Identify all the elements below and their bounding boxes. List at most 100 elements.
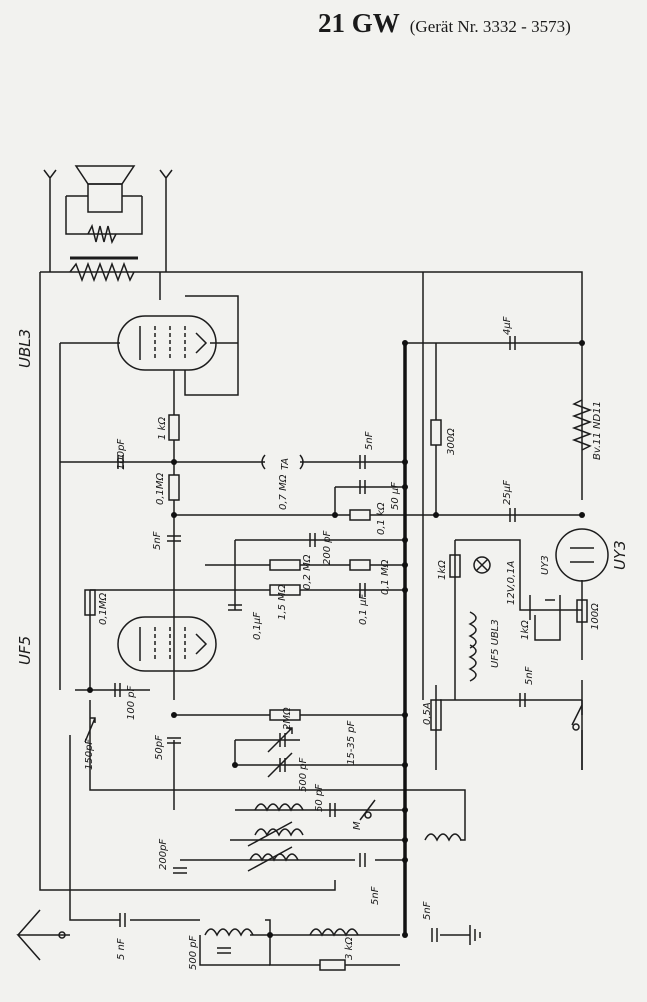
label-50pf-b: 50 pF bbox=[314, 784, 325, 812]
label-1k-top: 1 kΩ bbox=[157, 417, 168, 440]
label-100pf-grid: 100 pF bbox=[126, 685, 137, 720]
misc-parts bbox=[16, 454, 583, 961]
cap-4uf bbox=[509, 336, 516, 350]
cap-5nf-r bbox=[519, 693, 526, 707]
label-01k: 0,1 kΩ bbox=[376, 502, 387, 535]
label-5nf-ant: 5 nF bbox=[116, 938, 127, 960]
capacitors bbox=[84, 336, 526, 954]
coil-3 bbox=[249, 853, 299, 862]
resistor-3k bbox=[319, 959, 346, 971]
mains-switch bbox=[571, 700, 583, 770]
antenna-icon bbox=[16, 909, 70, 961]
coil-1 bbox=[254, 803, 304, 812]
label-01uf-grid: 0,1μF bbox=[252, 612, 263, 640]
label-150pf: 150pF bbox=[84, 739, 95, 770]
label-bv11: Bv.11 ND11 bbox=[592, 401, 603, 460]
resistors bbox=[84, 399, 593, 971]
tube-uy3 bbox=[555, 528, 609, 582]
label-5nf-r: 5nF bbox=[524, 666, 535, 685]
label-15-35: 15-35 pF bbox=[346, 720, 357, 765]
component-labels: 100pF 1 kΩ 0,1MΩ 5nF TA 0,7 MΩ 0,1 kΩ 50… bbox=[84, 316, 603, 970]
label-15m: 1,5 MΩ bbox=[277, 584, 288, 620]
device-range: (Gerät Nr. 3332 - 3573) bbox=[409, 17, 571, 36]
ta-jack bbox=[261, 454, 304, 470]
cap-500pf-ant bbox=[217, 947, 231, 954]
resistor-2m bbox=[269, 709, 301, 721]
resistor-01m-b bbox=[349, 559, 371, 571]
uy3-label: UY3 bbox=[611, 540, 629, 570]
label-1k-lamp: 1kΩ bbox=[437, 560, 448, 580]
label-100pf-top: 100pF bbox=[116, 439, 127, 470]
label-01m-b: 0,1 MΩ bbox=[380, 559, 391, 595]
cap-5nf-ant bbox=[119, 913, 126, 927]
label-50uf: 50 μF bbox=[390, 482, 401, 510]
label-01m-left: 0,1MΩ bbox=[98, 592, 109, 625]
resistor-100 bbox=[576, 599, 588, 623]
cap-100pf-grid bbox=[114, 683, 121, 697]
cap-5nf-left bbox=[167, 535, 181, 542]
label-4uf: 4μF bbox=[502, 316, 513, 335]
cap-50pf-b bbox=[329, 803, 336, 817]
coils bbox=[204, 611, 477, 937]
resistor-01m bbox=[168, 474, 180, 501]
resistor-15m bbox=[269, 584, 301, 596]
label-300: 300Ω bbox=[446, 428, 457, 455]
label-3k: 3 kΩ bbox=[344, 937, 355, 960]
cap-01uf-grid bbox=[228, 604, 242, 611]
cap-5nf-gnd bbox=[431, 928, 438, 942]
diagram-title: 21 GW (Gerät Nr. 3332 - 3573) bbox=[318, 8, 571, 39]
label-heaters: UF5 UBL3 bbox=[490, 619, 501, 668]
label-01m: 0,1MΩ bbox=[155, 472, 166, 505]
label-07m: 0,7 MΩ bbox=[278, 474, 289, 510]
label-25uf: 25μF bbox=[502, 480, 513, 505]
cap-25uf bbox=[509, 508, 516, 522]
label-5nf-low: 5nF bbox=[370, 886, 381, 905]
label-02m: 0,2 MΩ bbox=[302, 554, 313, 590]
resistor-300 bbox=[430, 419, 442, 446]
tube-ubl3 bbox=[117, 315, 217, 371]
heater-coil-1 bbox=[468, 611, 477, 649]
cap-200pf bbox=[309, 533, 316, 547]
cap-5nf-low bbox=[359, 853, 366, 867]
junctions bbox=[87, 340, 585, 938]
loudspeaker bbox=[65, 165, 143, 245]
coil-2 bbox=[254, 828, 304, 837]
coil-ant-1 bbox=[204, 928, 254, 937]
label-200pf-low: 200pF bbox=[158, 839, 169, 870]
uf5-label: UF5 bbox=[16, 636, 34, 665]
label-500pf-ant: 500 pF bbox=[188, 935, 199, 970]
resistor-1k-lamp bbox=[449, 554, 461, 578]
cap-100pf-top bbox=[117, 455, 124, 469]
ballast-bv11 bbox=[571, 399, 593, 451]
label-2m: 2MΩ bbox=[282, 707, 293, 730]
label-50pf: 50pF bbox=[154, 735, 165, 760]
tube-uf5 bbox=[117, 616, 217, 672]
label-fuse: 0,5A bbox=[422, 702, 433, 725]
cap-01uf-b bbox=[359, 583, 366, 597]
wiring bbox=[39, 169, 583, 966]
fuse-05a bbox=[430, 699, 442, 731]
label-ta: TA bbox=[280, 458, 291, 470]
ground-icon bbox=[440, 925, 481, 945]
resistor-01k bbox=[349, 509, 371, 521]
heater-coil-2 bbox=[468, 644, 477, 682]
label-200pf-mid: 200 pF bbox=[322, 530, 333, 565]
wave-switch-m bbox=[359, 799, 376, 821]
label-uy3-small: UY3 bbox=[540, 555, 551, 575]
cap-5nf-ta bbox=[359, 455, 366, 469]
label-5nf-left: 5nF bbox=[152, 531, 163, 550]
potentiometer bbox=[529, 595, 555, 620]
label-5nf-gnd: 5nF bbox=[422, 901, 433, 920]
label-lamp: 12V,0,1A bbox=[506, 561, 517, 606]
cap-50pf bbox=[167, 737, 181, 744]
label-500pf-mid: 500 pF bbox=[298, 757, 309, 792]
output-transformer bbox=[69, 256, 138, 283]
model-number: 21 GW bbox=[318, 8, 400, 38]
coil-4 bbox=[424, 833, 462, 842]
label-01uf-b: 0,1 μF bbox=[358, 594, 369, 625]
label-m: M bbox=[352, 821, 363, 830]
dial-lamp bbox=[473, 556, 491, 574]
cap-200pf-low bbox=[173, 867, 187, 874]
ubl3-label: UBL3 bbox=[16, 329, 34, 368]
